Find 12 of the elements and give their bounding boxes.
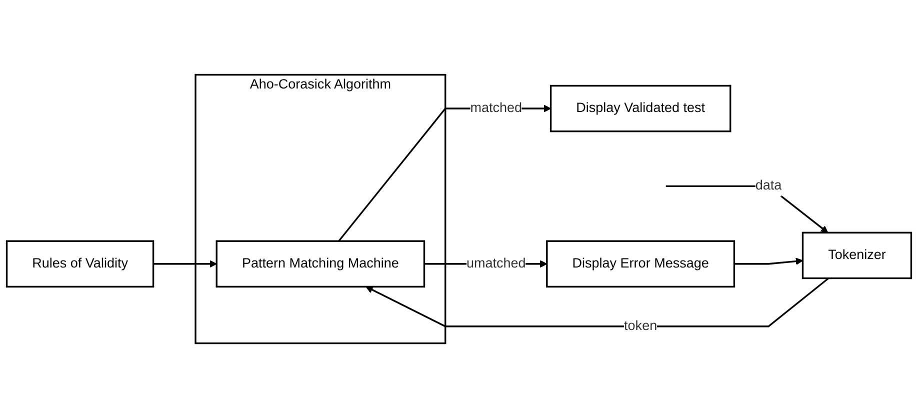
node-box: Display Error Message xyxy=(546,240,736,288)
node-box: Tokenizer xyxy=(802,232,912,280)
node-box: Rules of Validity xyxy=(6,240,154,288)
arrow xyxy=(153,260,217,268)
edge-label: umatched xyxy=(466,256,526,272)
edge-label: matched xyxy=(470,101,522,116)
node-box: Pattern Matching Machine xyxy=(216,240,426,288)
arrow xyxy=(734,258,804,266)
edge-label: data xyxy=(755,179,782,194)
edge-label: token xyxy=(624,319,658,334)
node-box: Display Validated test xyxy=(550,85,732,133)
arrow xyxy=(366,278,830,328)
